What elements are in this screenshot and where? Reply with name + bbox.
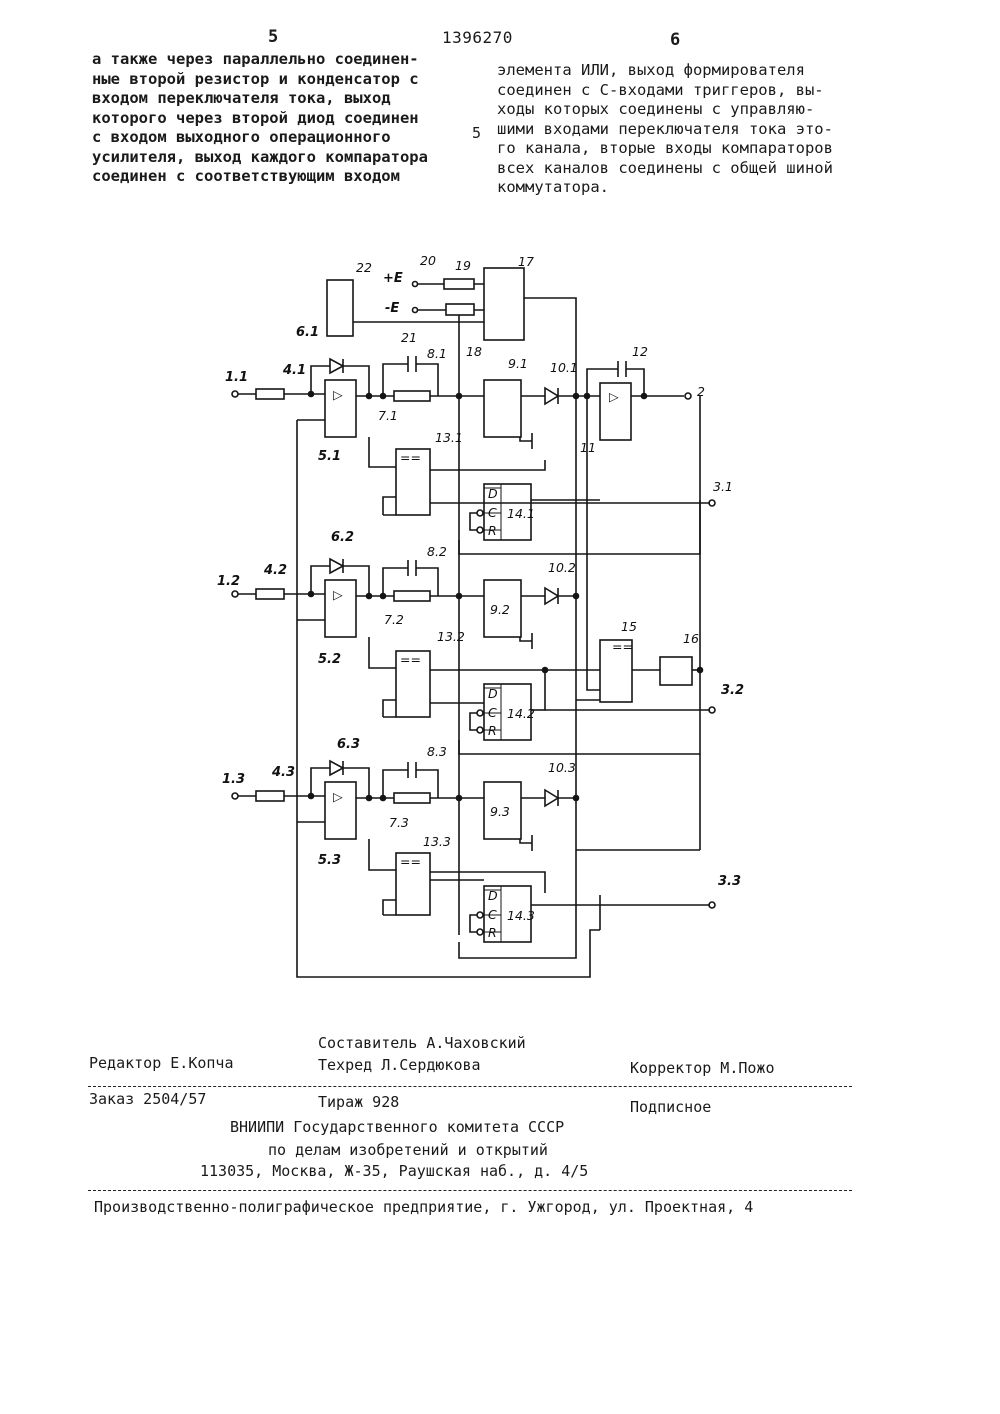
- label-8-1: 8.1: [427, 346, 447, 361]
- label-1-2: 1.2: [217, 574, 240, 589]
- label-12: 12: [632, 344, 648, 359]
- label-11: 11: [580, 440, 596, 455]
- comparator-symbol: ==: [400, 652, 421, 667]
- circulation: Тираж 928: [318, 1093, 399, 1111]
- label-14-1: 14.1: [507, 506, 535, 521]
- printer: Производственно-полиграфическое предприя…: [94, 1198, 753, 1216]
- corrector: Корректор М.Пожо: [630, 1059, 775, 1077]
- label-5-2: 5.2: [318, 652, 341, 667]
- label-7-3: 7.3: [389, 815, 409, 830]
- label-8-3: 8.3: [427, 744, 447, 759]
- label-14-3: 14.3: [507, 908, 535, 923]
- capacitor-8-1: [408, 356, 416, 372]
- label-10-2: 10.2: [548, 560, 576, 575]
- label-7-2: 7.2: [384, 612, 404, 627]
- resistor-7-1: [394, 391, 430, 401]
- opamp-symbol: ▷: [333, 387, 343, 402]
- pin-c: C: [488, 505, 497, 520]
- label-19: 19: [455, 258, 471, 273]
- label-plus-e: +E: [383, 271, 403, 286]
- pin-c: C: [488, 907, 497, 922]
- composer: Составитель А.Чаховский: [318, 1034, 526, 1052]
- divider-line: [88, 1086, 852, 1087]
- label-7-1: 7.1: [378, 408, 398, 423]
- block-17: [484, 268, 524, 340]
- capacitor-8-3: [408, 762, 416, 778]
- label-22: 22: [356, 260, 372, 275]
- divider-line: [88, 1190, 852, 1191]
- resistor-7-3: [394, 793, 430, 803]
- diode-6-3: [330, 761, 343, 775]
- label-2: 2: [697, 384, 705, 399]
- label-15: 15: [621, 619, 637, 634]
- label-9-1: 9.1: [508, 356, 528, 371]
- org-line-1: ВНИИПИ Государственного комитета СССР: [230, 1118, 564, 1136]
- label-6-3: 6.3: [337, 737, 360, 752]
- order-number: Заказ 2504/57: [89, 1090, 206, 1108]
- label-minus-e: -E: [385, 301, 399, 316]
- pin-r: R: [488, 523, 497, 538]
- opamp-symbol: ▷: [333, 789, 343, 804]
- label-4-3: 4.3: [271, 765, 295, 780]
- label-13-2: 13.2: [437, 629, 465, 644]
- label-8-2: 8.2: [427, 544, 447, 559]
- editor: Редактор Е.Копча: [89, 1054, 234, 1072]
- org-line-2: по делам изобретений и открытий: [268, 1141, 548, 1159]
- block-22: [327, 280, 353, 336]
- label-1-1: 1.1: [225, 370, 248, 385]
- label-9-2: 9.2: [490, 602, 510, 617]
- label-3-1: 3.1: [713, 479, 733, 494]
- resistor-18: [446, 304, 474, 315]
- label-17: 17: [518, 254, 534, 269]
- label-1-3: 1.3: [222, 772, 245, 787]
- resistor-19: [444, 279, 474, 289]
- label-3-3: 3.3: [718, 874, 741, 889]
- diode-6-1: [330, 359, 343, 373]
- label-20: 20: [420, 253, 436, 268]
- pin-d: D: [488, 486, 498, 501]
- resistor-4-2: [256, 589, 284, 599]
- label-21: 21: [401, 330, 417, 345]
- label-6-1: 6.1: [296, 325, 319, 340]
- label-13-1: 13.1: [435, 430, 463, 445]
- label-18: 18: [466, 344, 482, 359]
- pin-r: R: [488, 723, 497, 738]
- label-4-1: 4.1: [282, 363, 306, 378]
- shaper-16: [660, 657, 692, 685]
- pin-c: C: [488, 705, 497, 720]
- label-5-3: 5.3: [318, 853, 341, 868]
- opamp-symbol: ▷: [609, 389, 619, 404]
- address: 113035, Москва, Ж-35, Раушская наб., д. …: [200, 1162, 588, 1180]
- diode-10-2: [545, 588, 558, 604]
- resistor-4-1: [256, 389, 284, 399]
- diode-10-3: [545, 790, 558, 806]
- label-6-2: 6.2: [331, 530, 354, 545]
- pin-d: D: [488, 686, 498, 701]
- diode-6-2: [330, 559, 343, 573]
- or-symbol: ==: [612, 639, 633, 654]
- subscription: Подписное: [630, 1098, 711, 1116]
- label-10-1: 10.1: [550, 360, 578, 375]
- label-4-2: 4.2: [263, 563, 287, 578]
- diode-10-1: [545, 388, 558, 404]
- label-9-3: 9.3: [490, 804, 510, 819]
- label-5-1: 5.1: [318, 449, 341, 464]
- switch-9-1: [484, 380, 521, 437]
- comparator-symbol: ==: [400, 854, 421, 869]
- capacitor-8-2: [408, 560, 416, 576]
- comparator-symbol: ==: [400, 450, 421, 465]
- label-14-2: 14.2: [507, 706, 535, 721]
- label-10-3: 10.3: [548, 760, 576, 775]
- techred: Техред Л.Сердюкова: [318, 1056, 481, 1074]
- capacitor-12: [618, 361, 626, 377]
- label-16: 16: [683, 631, 699, 646]
- resistor-4-3: [256, 791, 284, 801]
- resistor-7-2: [394, 591, 430, 601]
- label-3-2: 3.2: [721, 683, 744, 698]
- pin-d: D: [488, 888, 498, 903]
- opamp-symbol: ▷: [333, 587, 343, 602]
- label-13-3: 13.3: [423, 834, 451, 849]
- pin-r: R: [488, 925, 497, 940]
